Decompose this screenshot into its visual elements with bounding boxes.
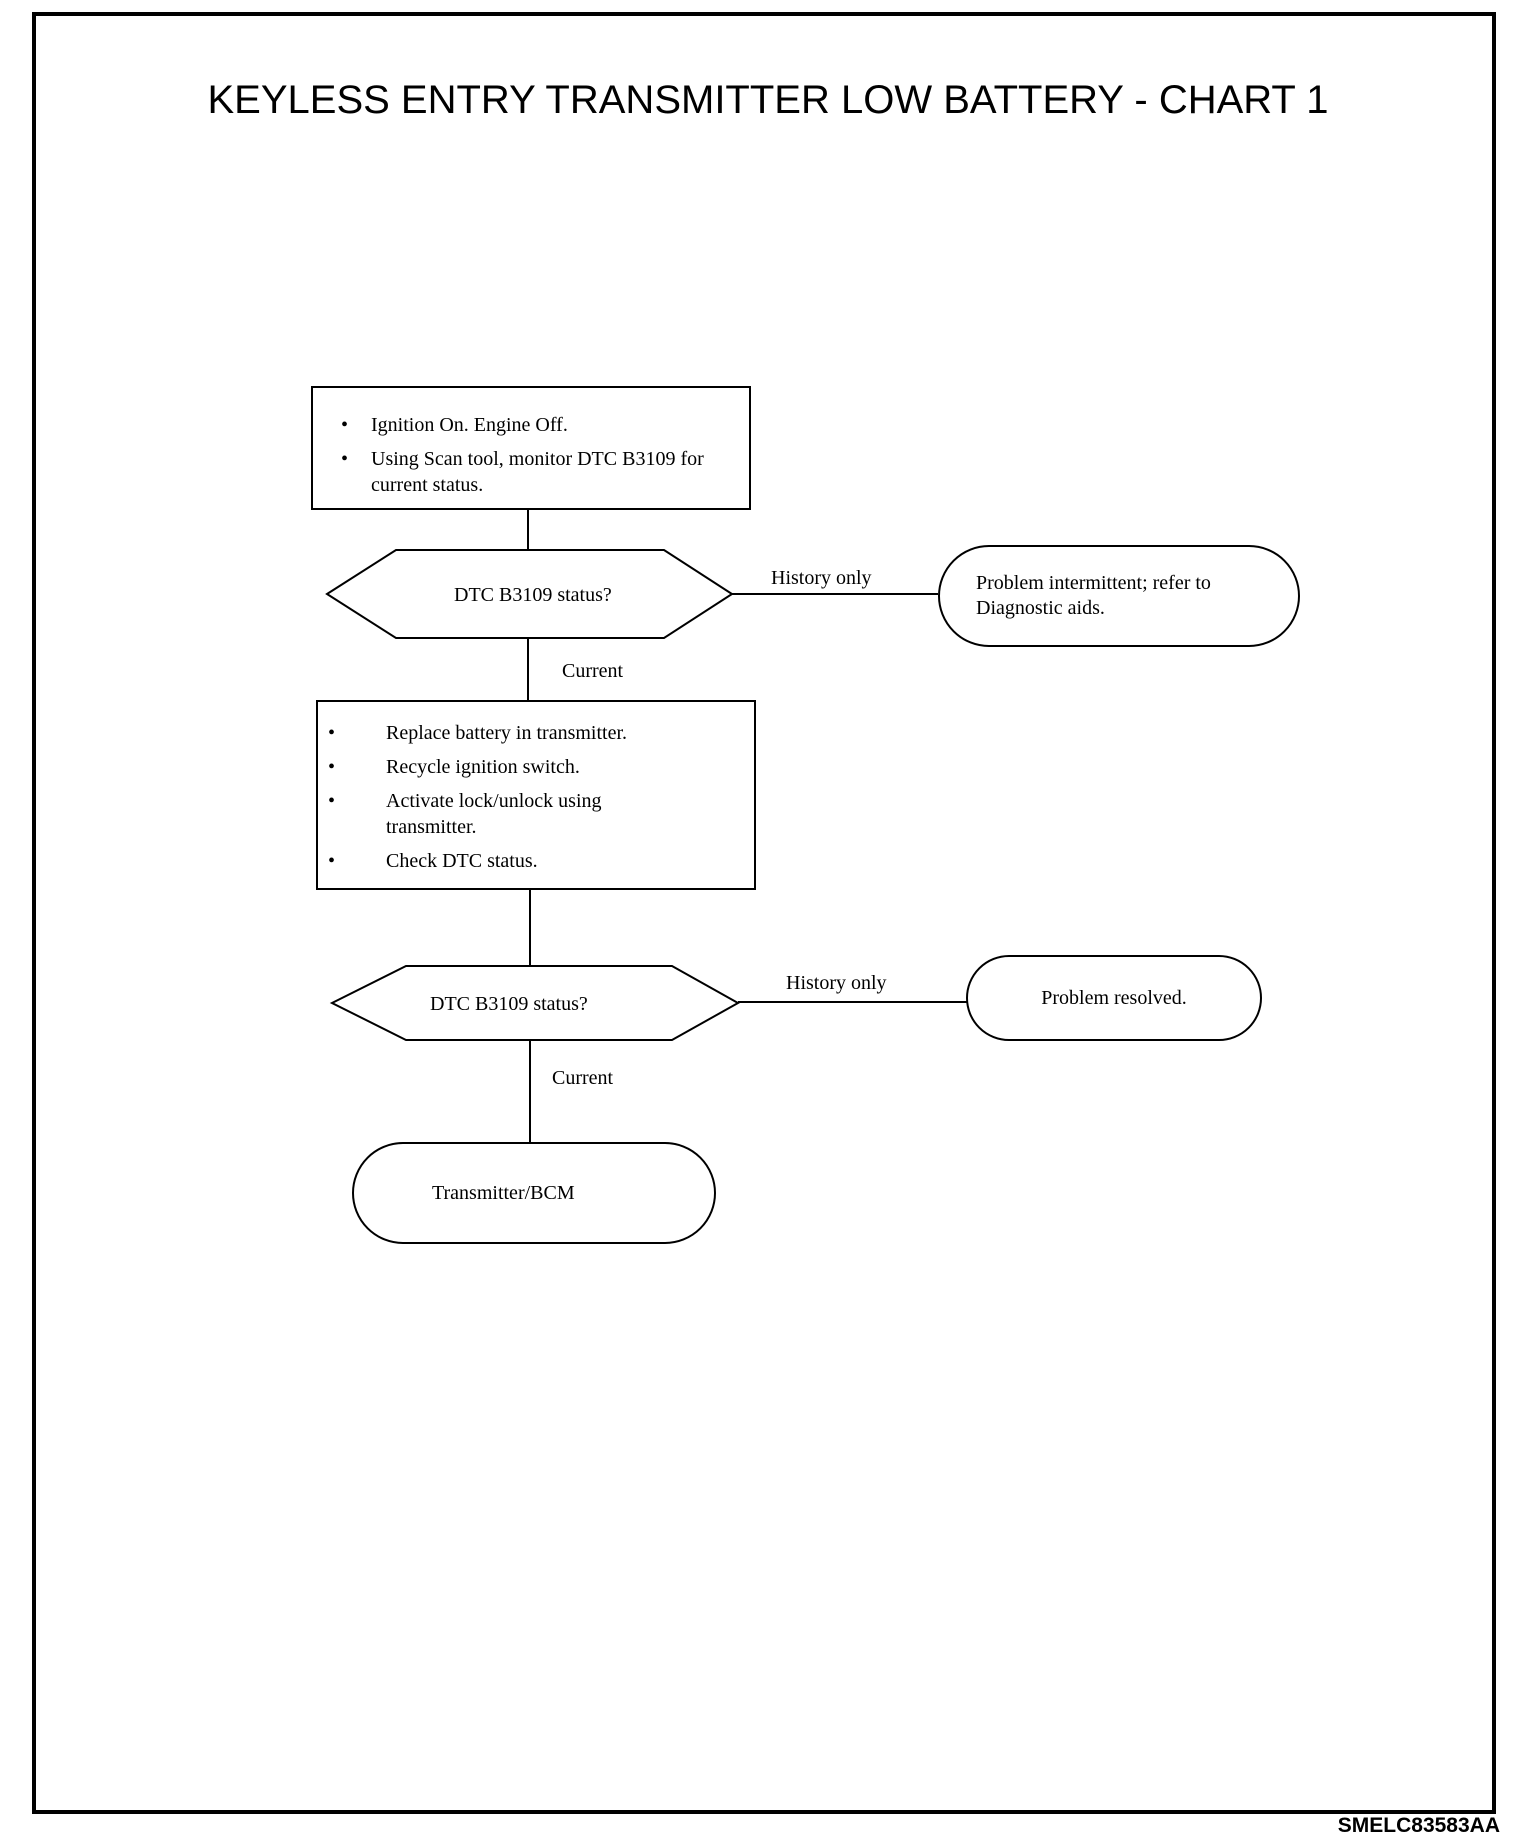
diagram-title: KEYLESS ENTRY TRANSMITTER LOW BATTERY - … bbox=[207, 78, 1329, 122]
step-1-item: •Using Scan tool, monitor DTC B3109 for … bbox=[341, 448, 704, 496]
step-2-item: •Activate lock/unlock using transmitter. bbox=[328, 790, 602, 838]
decision-1-shape bbox=[325, 549, 734, 639]
terminal-1-text: Problem intermittent; refer to Diagnosti… bbox=[976, 572, 1211, 619]
step-2-item: •Replace battery in transmitter. bbox=[328, 722, 628, 744]
decision-1-text: DTC B3109 status? bbox=[454, 584, 612, 606]
decision-2-text: DTC B3109 status? bbox=[430, 993, 588, 1015]
decision-2-history-label: History only bbox=[786, 972, 887, 994]
page-border bbox=[32, 12, 1496, 1814]
terminal-problem-resolved: Problem resolved. bbox=[966, 955, 1262, 1041]
terminal-problem-intermittent: Problem intermittent; refer to Diagnosti… bbox=[938, 545, 1300, 647]
terminal-transmitter-bcm: Transmitter/BCM bbox=[352, 1142, 716, 1244]
step-2-item: •Recycle ignition switch. bbox=[328, 756, 580, 778]
decision-2-shape bbox=[329, 965, 741, 1041]
step-2-item: •Check DTC status. bbox=[328, 850, 538, 872]
decision-1-history-label: History only bbox=[771, 567, 872, 589]
decision-2-current-label: Current bbox=[552, 1067, 614, 1089]
figure-code: SMELC83583AA bbox=[1337, 1814, 1500, 1837]
step-1-item: •Ignition On. Engine Off. bbox=[341, 414, 568, 436]
step-1-box: •Ignition On. Engine Off. •Using Scan to… bbox=[311, 386, 751, 510]
terminal-2-text: Problem resolved. bbox=[1041, 986, 1187, 1009]
terminal-3-text: Transmitter/BCM bbox=[432, 1181, 575, 1204]
step-2-box: •Replace battery in transmitter. •Recycl… bbox=[316, 700, 756, 890]
decision-1-current-label: Current bbox=[562, 660, 624, 682]
